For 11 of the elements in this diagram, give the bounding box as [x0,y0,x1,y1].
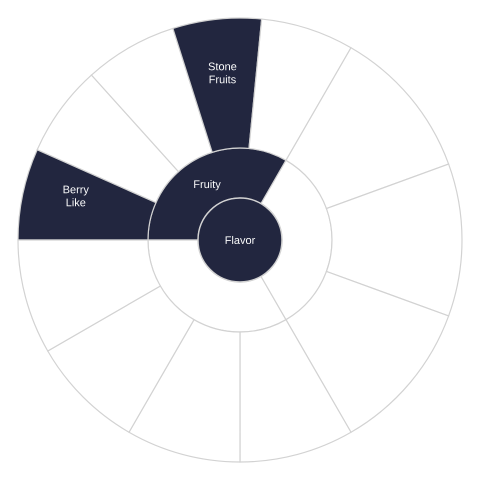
wheel-segment [326,163,463,317]
wheel-segment [285,47,450,210]
wheel-segment [17,239,161,352]
wheel-segment [47,285,195,433]
wheel-segment [239,319,352,463]
wheel-segment [248,18,352,161]
wheel-segment: Stone Fruits [172,17,262,153]
wheel-segment [128,319,241,463]
wheel-segment: Berry Like [17,149,157,241]
wheel-segment [260,160,333,320]
wheel-segment [285,270,450,433]
